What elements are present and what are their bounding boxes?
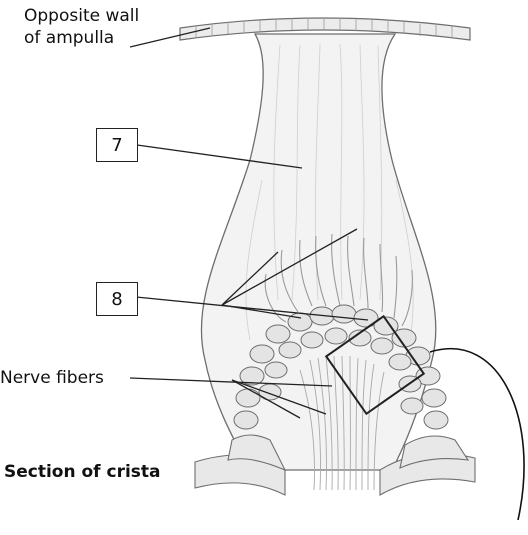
section-of-crista-label: Section of crista (4, 462, 161, 482)
magnification-arc (430, 349, 524, 520)
opposite-wall-label-line1: Opposite wall (24, 6, 139, 26)
opposite-wall-label-line2: of ampulla (24, 28, 114, 48)
callout-8-box: 8 (96, 282, 138, 316)
callout-7-box: 7 (96, 128, 138, 162)
nerve-fibers-label: Nerve fibers (0, 368, 104, 388)
